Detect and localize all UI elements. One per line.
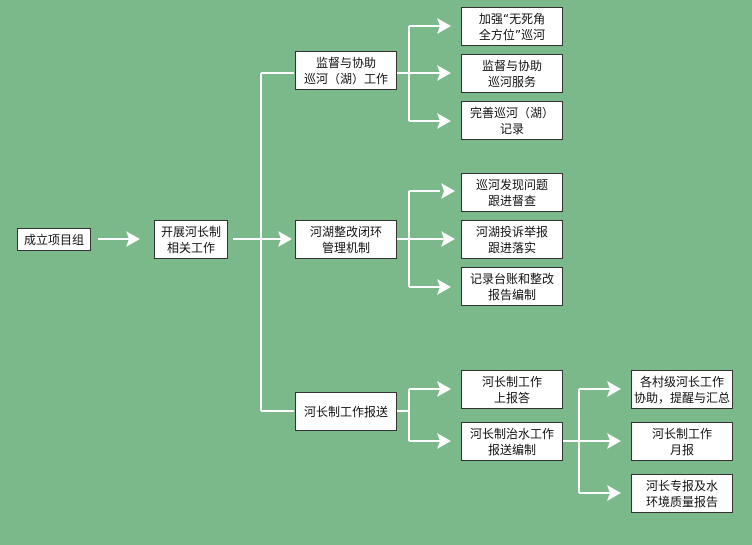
node-b2c2-line2: 跟进落实 <box>487 240 536 255</box>
node-b3c2c3-line1: 河长专报及水 <box>645 478 718 493</box>
node-b3c2-line1: 河长制治水工作 <box>469 426 554 441</box>
node-b3c2: 河长制治水工作 报送编制 <box>461 422 563 461</box>
node-b1c2-line1: 监督与协助 <box>481 58 542 73</box>
node-b2c3-line2: 报告编制 <box>487 287 536 302</box>
node-b3: 河长制工作报送 <box>295 392 397 431</box>
node-b1c1-line2: 全方位”巡河 <box>478 27 546 42</box>
node-b2: 河湖整改闭环 管理机制 <box>295 220 397 259</box>
node-b1c2: 监督与协助 巡河服务 <box>461 54 563 93</box>
node-b1c1-line1: 加强“无死角 <box>478 11 546 26</box>
node-b1c3: 完善巡河（湖） 记录 <box>461 101 563 140</box>
node-main-line2: 相关工作 <box>166 240 215 255</box>
node-b3-line1: 河长制工作报送 <box>303 404 388 419</box>
node-b3c2c1-line1: 各村级河长工作 <box>639 374 724 389</box>
node-b1-line1: 监督与协助 <box>315 55 376 70</box>
node-b3c2c2: 河长制工作 月报 <box>631 422 733 461</box>
node-b3c2c1-line2: 协助，提醒与汇总 <box>633 390 730 405</box>
node-b2c3-line1: 记录台账和整改 <box>469 271 554 286</box>
node-b3c1-line2: 上报答 <box>493 390 530 405</box>
node-b3c1: 河长制工作 上报答 <box>461 370 563 409</box>
node-b1c3-line2: 记录 <box>499 121 524 136</box>
node-b2-line1: 河湖整改闭环 <box>309 224 382 239</box>
node-main-line1: 开展河长制 <box>160 224 221 239</box>
node-root: 成立项目组 <box>17 228 91 251</box>
node-b3c2-line2: 报送编制 <box>487 442 536 457</box>
node-b1c3-line1: 完善巡河（湖） <box>469 105 554 120</box>
node-b3c2c1: 各村级河长工作 协助，提醒与汇总 <box>631 370 733 409</box>
node-b2-line2: 管理机制 <box>321 240 370 255</box>
node-b3c2c2-line2: 月报 <box>669 442 694 457</box>
node-b2c2-line1: 河湖投诉举报 <box>475 224 548 239</box>
node-b2c1-line2: 跟进督查 <box>487 193 536 208</box>
node-b1: 监督与协助 巡河（湖）工作 <box>295 51 397 90</box>
node-b1c2-line2: 巡河服务 <box>487 74 536 89</box>
node-b1-line2: 巡河（湖）工作 <box>303 71 388 86</box>
node-b2c1-line1: 巡河发现问题 <box>475 177 548 192</box>
node-main: 开展河长制 相关工作 <box>154 220 228 259</box>
node-b3c2c3: 河长专报及水 环境质量报告 <box>631 474 733 513</box>
node-b2c1: 巡河发现问题 跟进督查 <box>461 173 563 212</box>
node-root-line1: 成立项目组 <box>23 232 84 247</box>
node-b2c3: 记录台账和整改 报告编制 <box>461 267 563 306</box>
node-b3c1-line1: 河长制工作 <box>481 374 542 389</box>
node-b3c2c3-line2: 环境质量报告 <box>645 494 718 509</box>
node-b3c2c2-line1: 河长制工作 <box>651 426 712 441</box>
node-b1c1: 加强“无死角 全方位”巡河 <box>461 7 563 46</box>
node-b2c2: 河湖投诉举报 跟进落实 <box>461 220 563 259</box>
